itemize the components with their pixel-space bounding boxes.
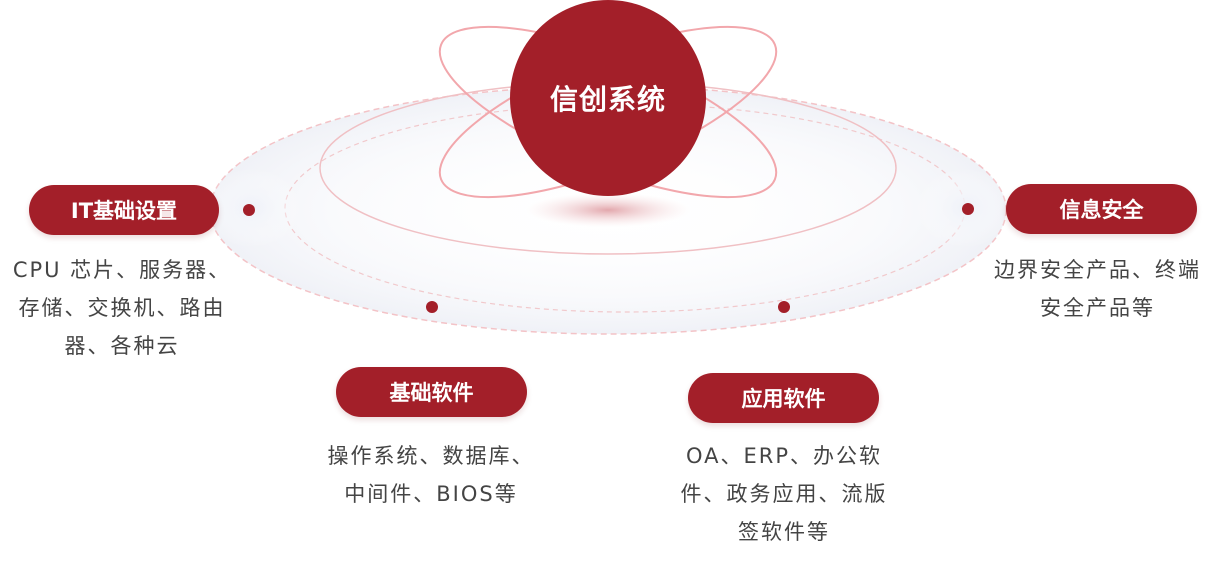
application-software-label: 应用软件: [741, 387, 826, 411]
information-security-dot: [962, 203, 974, 215]
description-line: CPU 芯片、服务器、: [12, 258, 232, 282]
description-line: 签软件等: [738, 520, 830, 544]
description-line: OA、ERP、办公软: [685, 444, 883, 468]
description-line: 件、政务应用、流版: [680, 482, 888, 506]
it-infrastructure-badge: IT基础设置: [29, 185, 219, 235]
it-infrastructure-description: CPU 芯片、服务器、 存储、交换机、路由 器、各种云: [0, 251, 244, 365]
it-infrastructure-label: IT基础设置: [70, 199, 178, 223]
application-software-badge: 应用软件: [688, 373, 879, 423]
center-label: 信创系统: [549, 83, 666, 116]
application-software-description: OA、ERP、办公软 件、政务应用、流版 签软件等: [650, 437, 918, 551]
center-node: 信创系统: [510, 0, 706, 196]
information-security-description: 边界安全产品、终端 安全产品等: [972, 251, 1223, 327]
description-line: 存储、交换机、路由: [18, 296, 226, 320]
description-line: 边界安全产品、终端: [994, 258, 1201, 282]
information-security-label: 信息安全: [1059, 198, 1144, 222]
application-software-dot: [778, 301, 790, 313]
description-line: 操作系统、数据库、: [327, 444, 535, 468]
it-infrastructure-dot: [243, 204, 255, 216]
description-line: 中间件、BIOS等: [344, 482, 518, 506]
basic-software-description: 操作系统、数据库、 中间件、BIOS等: [296, 437, 566, 513]
description-line: 安全产品等: [1040, 296, 1155, 320]
information-security-badge: 信息安全: [1006, 184, 1197, 234]
basic-software-label: 基础软件: [389, 381, 474, 405]
basic-software-badge: 基础软件: [336, 367, 527, 417]
basic-software-dot: [426, 301, 438, 313]
center-shadow: [526, 193, 690, 227]
description-line: 器、各种云: [64, 334, 180, 358]
